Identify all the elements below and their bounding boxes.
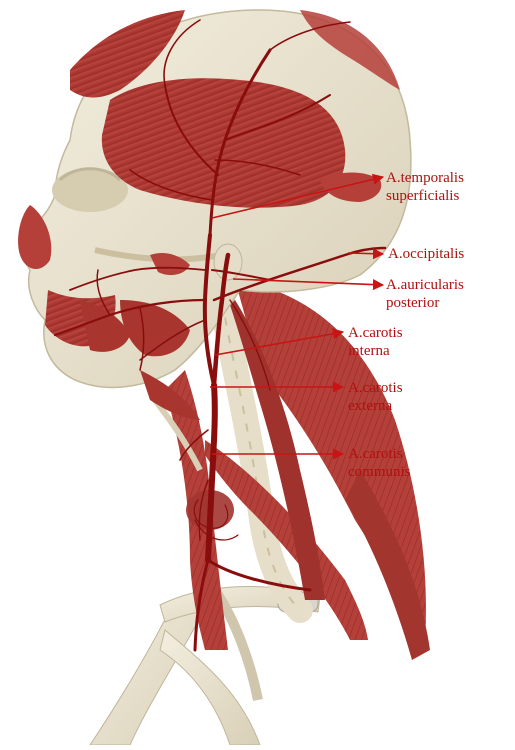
label-line: A.occipitalis bbox=[388, 245, 464, 263]
label-line: interna bbox=[348, 342, 403, 360]
label-line: superficialis bbox=[386, 187, 464, 205]
label-line: A.temporalis bbox=[386, 169, 464, 187]
label-temporalis-superficialis: A.temporalis superficialis bbox=[386, 169, 464, 205]
label-line: communis bbox=[348, 463, 411, 481]
label-auricularis-posterior: A.auricularis posterior bbox=[386, 276, 464, 312]
leader-line-occipitalis bbox=[348, 253, 383, 254]
label-line: posterior bbox=[386, 294, 464, 312]
label-line: A.carotis bbox=[348, 445, 411, 463]
label-line: A.auricularis bbox=[386, 276, 464, 294]
label-carotis-interna: A.carotis interna bbox=[348, 324, 403, 360]
label-line: A.carotis bbox=[348, 379, 403, 397]
label-occipitalis: A.occipitalis bbox=[388, 245, 464, 263]
label-line: externa bbox=[348, 397, 403, 415]
label-carotis-externa: A.carotis externa bbox=[348, 379, 403, 415]
label-line: A.carotis bbox=[348, 324, 403, 342]
label-carotis-communis: A.carotis communis bbox=[348, 445, 411, 481]
